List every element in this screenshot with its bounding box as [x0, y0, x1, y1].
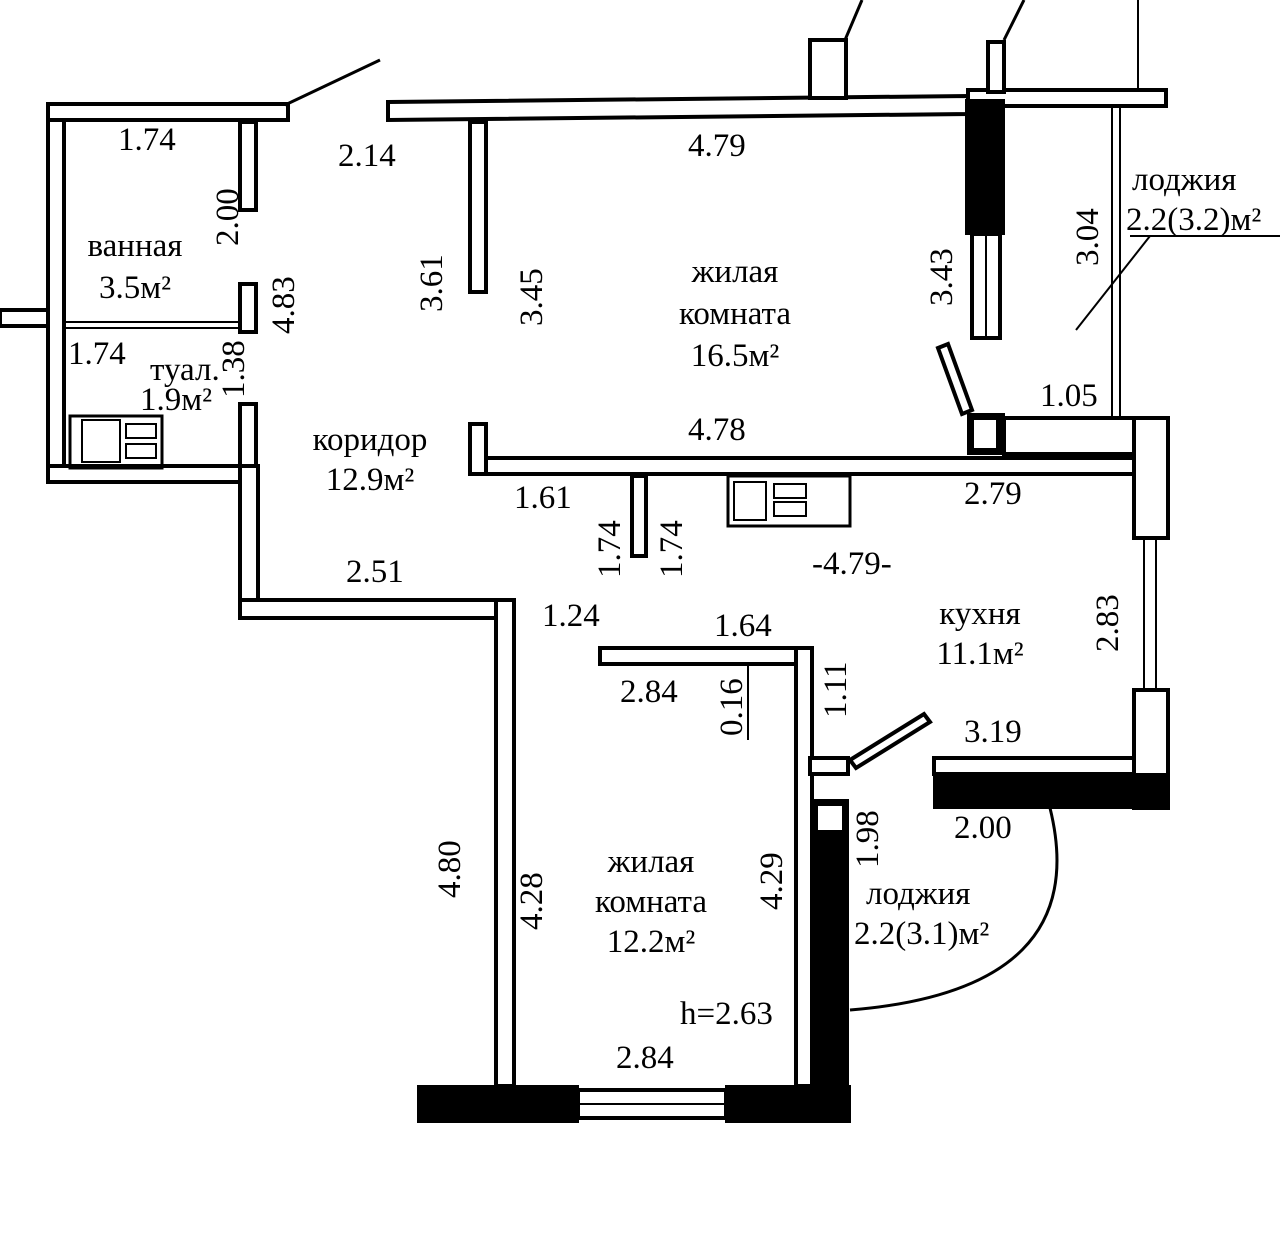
corridor-door-dim: 2.14 [338, 138, 396, 174]
living2-bottom-dim: 2.84 [616, 1040, 674, 1076]
living2-name-1: жилая [607, 844, 695, 880]
living1-top-dim: 4.79 [688, 128, 746, 164]
bath-walls [0, 58, 381, 484]
living2-area: 12.2м² [606, 924, 696, 960]
loggia1-side-dim: 3.04 [1070, 208, 1106, 266]
loggia2-bottom-dim: 2.00 [954, 810, 1012, 846]
kitchen-dim-6: 1.24 [542, 598, 600, 634]
loggia-2-arc [849, 807, 1059, 1012]
corridor-walls [238, 120, 516, 1088]
corridor-side-dim: 4.83 [266, 276, 302, 334]
toilet-fixture [68, 414, 164, 470]
toilet-top-dim: 1.74 [68, 336, 126, 372]
kitchen-dim-8: 1.11 [818, 661, 854, 718]
toilet-name: туал. [150, 352, 220, 388]
living2-left-outer-dim: 4.80 [432, 840, 468, 898]
living1-name-2: комната [678, 296, 792, 332]
bath-name: ванная [87, 228, 183, 264]
stove [726, 474, 852, 528]
corridor-area: 12.9м² [325, 462, 415, 498]
kitchen-dim-4: 1.74 [654, 520, 690, 578]
loggia2-name: лоджия [866, 876, 971, 912]
living2-name-2: комната [594, 884, 708, 920]
corridor-name: коридор [312, 422, 428, 458]
living2-right-dim: 4.29 [754, 852, 790, 910]
loggia1-area: 2.2(3.2)м² [1126, 202, 1262, 238]
loggia-1 [1002, 0, 1280, 456]
living1-area: 16.5м² [690, 338, 780, 374]
kitchen-dim-1: 1.61 [514, 480, 572, 516]
living1-bottom-dim: 4.78 [688, 412, 746, 448]
kitchen-walls [598, 416, 1170, 810]
loggia1-bottom-dim: 1.05 [1040, 378, 1098, 414]
living2-left-dim: 4.28 [514, 872, 550, 930]
kitchen-dim-12: 0.16 [714, 678, 750, 736]
toilet-area: 1.9м² [140, 382, 213, 418]
living1-left-dim: 3.45 [514, 268, 550, 326]
loggia2-side-dim: 1.98 [850, 810, 886, 868]
living-room-1-walls [386, 0, 1168, 476]
corridor-bottom-dim: 2.51 [346, 554, 404, 590]
loggia1-name: лоджия [1132, 162, 1237, 198]
bath-area: 3.5м² [98, 270, 172, 306]
ceiling-height: h=2.63 [680, 996, 773, 1032]
kitchen-dim-10: 3.19 [964, 714, 1022, 750]
living-room-2-walls [417, 646, 851, 1123]
living1-name-1: жилая [691, 254, 779, 290]
corridor-inner-dim: 3.61 [414, 254, 450, 312]
kitchen-name: кухня [939, 596, 1021, 632]
living1-right-dim: 3.43 [924, 248, 960, 306]
kitchen-dim-5: -4.79- [812, 546, 892, 582]
kitchen-dim-7: 1.64 [714, 608, 772, 644]
kitchen-dim-11: 2.84 [620, 674, 678, 710]
bath-side-dim: 2.00 [210, 188, 246, 246]
bath-top-dim: 1.74 [118, 122, 176, 158]
toilet-side-dim: 1.38 [216, 340, 252, 398]
kitchen-area: 11.1м² [936, 636, 1024, 672]
kitchen-dim-9: 2.83 [1090, 594, 1126, 652]
kitchen-dim-3: 1.74 [592, 520, 628, 578]
kitchen-dim-2: 2.79 [964, 476, 1022, 512]
loggia2-area: 2.2(3.1)м² [854, 916, 990, 952]
